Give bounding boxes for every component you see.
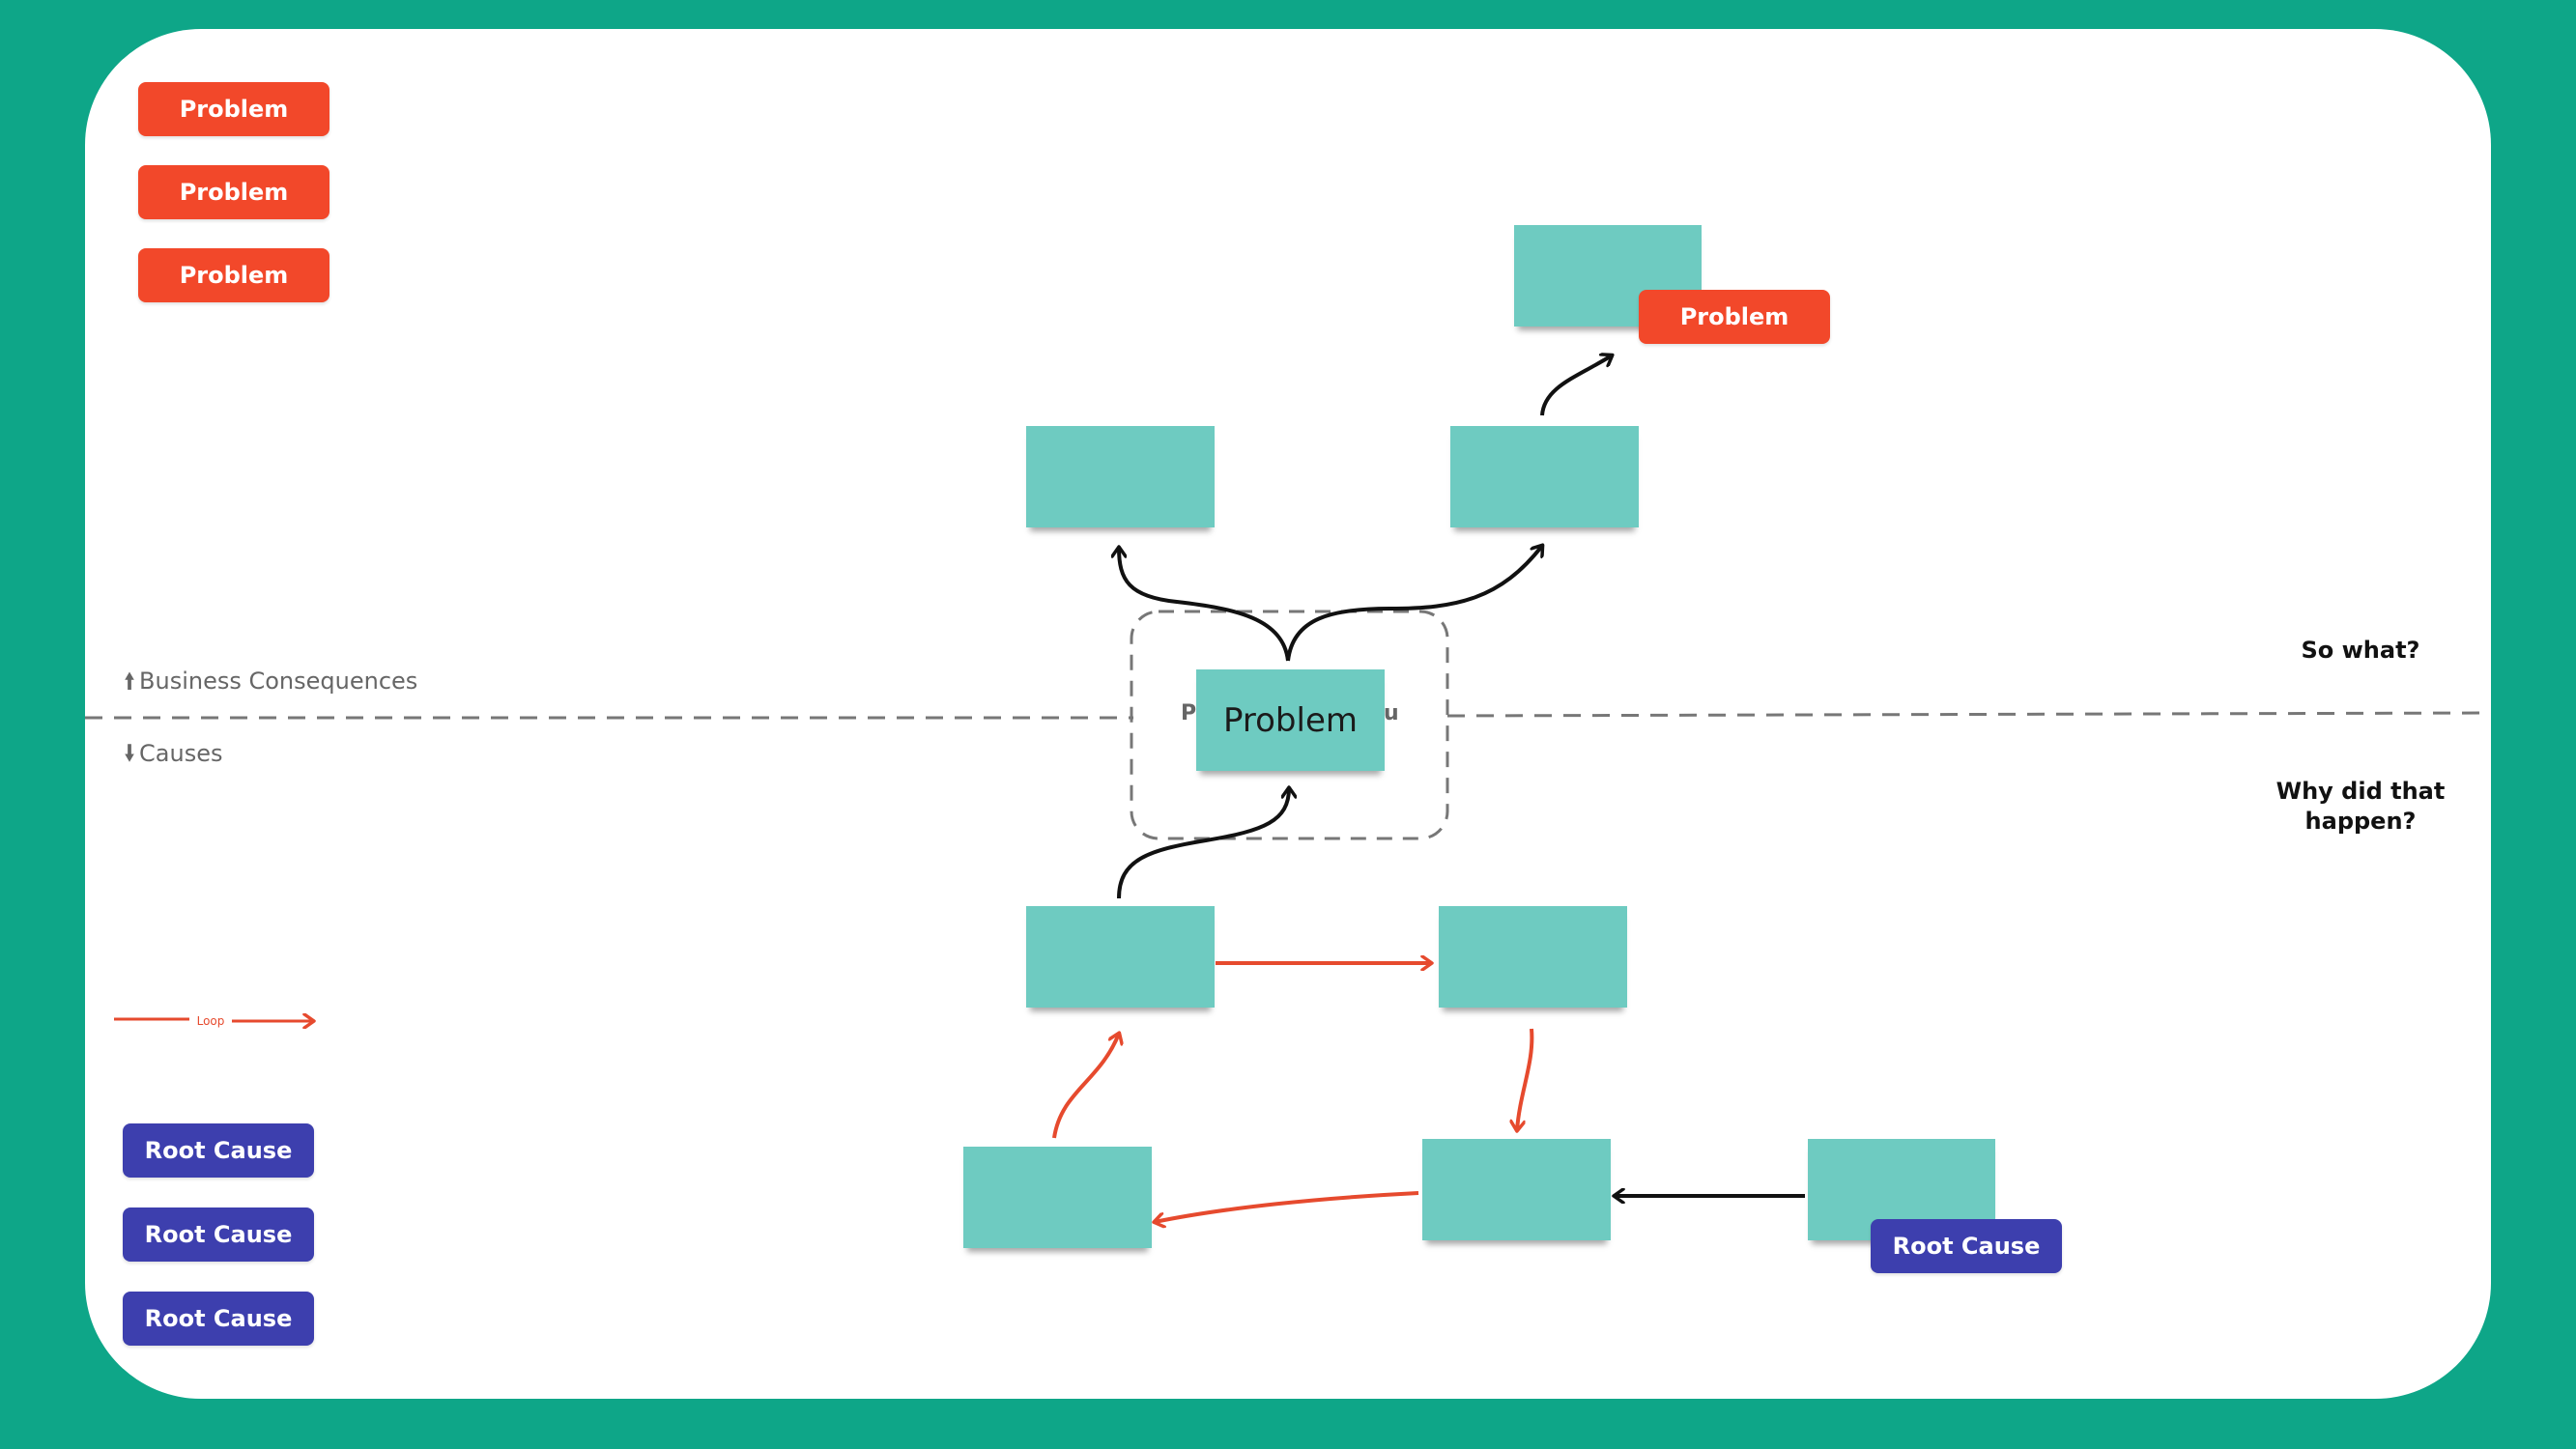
why-question: Why did that happen?: [2275, 778, 2446, 835]
consequence-arrow: [1119, 548, 1290, 662]
problem-tag[interactable]: Problem: [1639, 290, 1830, 344]
loop-arrow: [1052, 1034, 1119, 1139]
loop-arrow: [1155, 1191, 1419, 1222]
consequence-arrow: [1540, 355, 1612, 416]
so-what-question: So what?: [2301, 637, 2420, 664]
causes-label: 🠛Causes: [124, 740, 223, 767]
root-cause-tag[interactable]: Root Cause: [1871, 1219, 2062, 1273]
cause-arrow: [1117, 788, 1289, 899]
problem-tag[interactable]: Problem: [138, 165, 329, 219]
arrow-up-icon: 🠙: [124, 668, 136, 695]
sticky-note[interactable]: [963, 1147, 1152, 1248]
problem-legend: Problem Problem Problem: [138, 82, 329, 302]
hidden-center-text: u: [1384, 701, 1399, 725]
root-cause-tag[interactable]: Root Cause: [123, 1123, 314, 1178]
divider-line: [1446, 711, 2491, 718]
root-cause-legend: Root Cause Root Cause Root Cause: [123, 1123, 314, 1346]
whiteboard-canvas[interactable]: Problem Problem Problem Root Cause Root …: [85, 29, 2491, 1399]
sticky-note[interactable]: [1026, 426, 1215, 527]
sticky-note[interactable]: [1422, 1139, 1611, 1240]
problem-tag[interactable]: Problem: [138, 82, 329, 136]
root-cause-tag[interactable]: Root Cause: [123, 1292, 314, 1346]
problem-focus-box: [1130, 610, 1449, 840]
connector-layer: Loop: [85, 29, 2491, 1399]
consequence-arrow: [1286, 546, 1542, 662]
loop-arrow: [1517, 1028, 1534, 1130]
problem-sticky[interactable]: Problem: [1196, 669, 1385, 771]
problem-tag[interactable]: Problem: [138, 248, 329, 302]
business-consequences-label: 🠙Business Consequences: [124, 668, 418, 695]
sticky-note[interactable]: [1450, 426, 1639, 527]
hidden-center-text: P: [1181, 701, 1197, 725]
sticky-note[interactable]: [1439, 906, 1627, 1008]
arrow-down-icon: 🠛: [124, 740, 136, 767]
root-cause-tag[interactable]: Root Cause: [123, 1208, 314, 1262]
loop-legend-label: Loop: [197, 1014, 225, 1028]
sticky-note[interactable]: [1026, 906, 1215, 1008]
